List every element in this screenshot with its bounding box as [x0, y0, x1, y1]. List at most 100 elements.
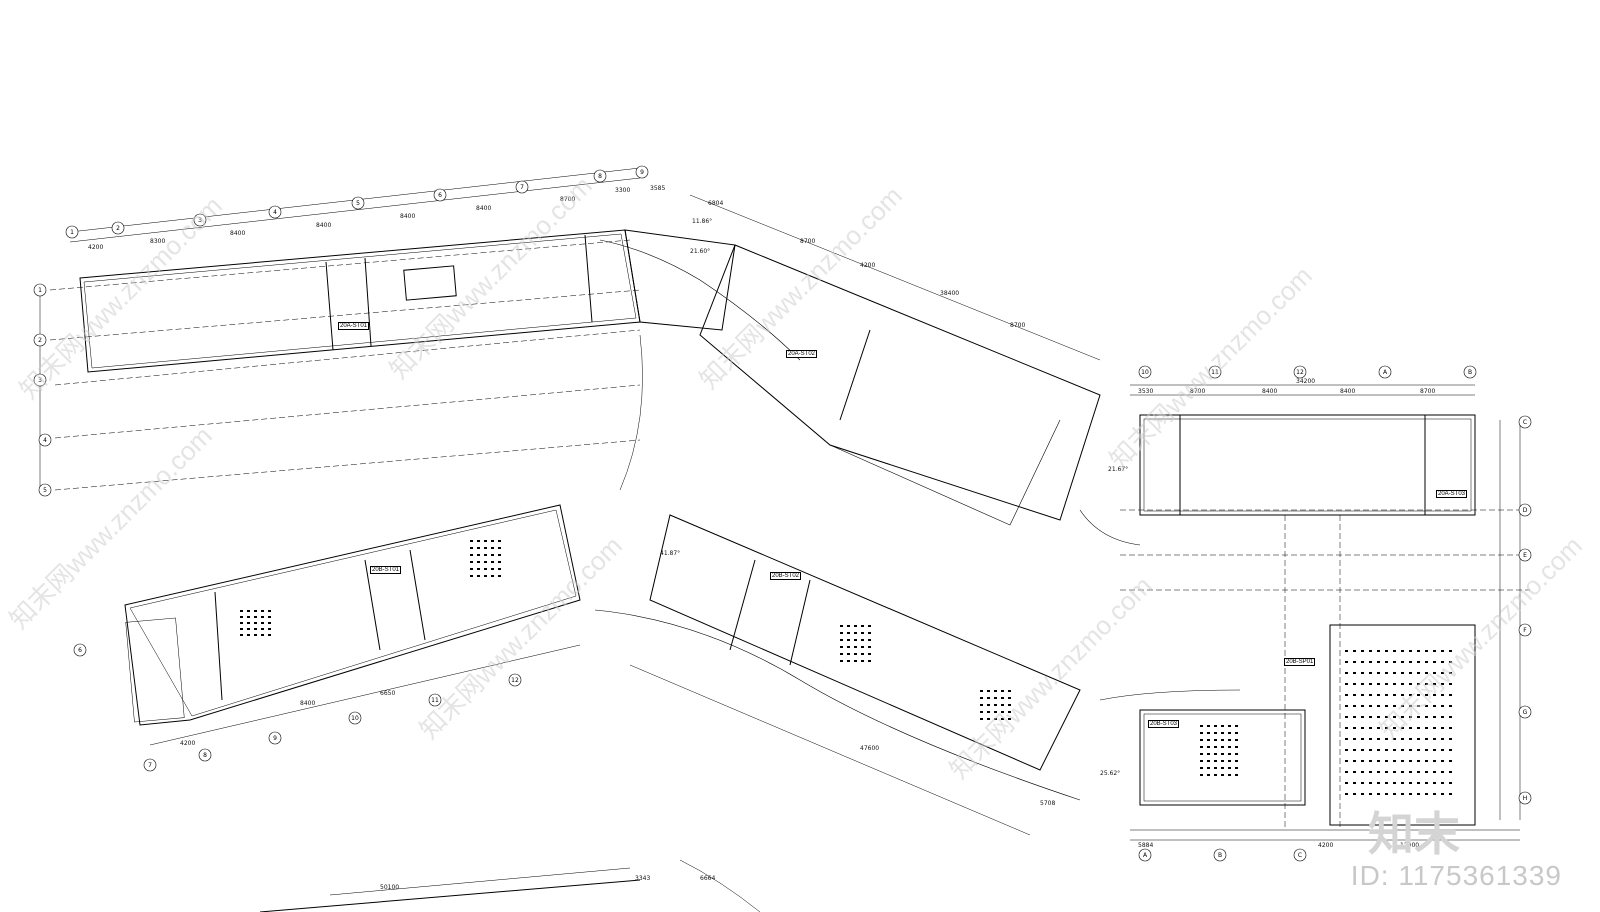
- seat-mark: [1385, 749, 1388, 751]
- seat-mark: [1393, 650, 1396, 652]
- seat-mark: [854, 646, 857, 648]
- seat-mark: [240, 634, 243, 636]
- svg-text:A: A: [1383, 369, 1388, 376]
- seat-mark: [987, 690, 990, 692]
- seat-mark: [1393, 694, 1396, 696]
- seat-mark: [1409, 672, 1412, 674]
- seat-mark: [1449, 760, 1452, 762]
- seat-mark: [1409, 760, 1412, 762]
- seat-mark: [1361, 727, 1364, 729]
- axis-bubble: 11: [428, 693, 442, 707]
- svg-text:5: 5: [43, 487, 47, 494]
- dim-label: 38400: [940, 290, 960, 297]
- seat-mark: [1393, 683, 1396, 685]
- seat-mark: [484, 561, 487, 563]
- seat-mark: [470, 561, 473, 563]
- seat-mark: [987, 704, 990, 706]
- axis-bubble: A: [1378, 365, 1392, 379]
- watermark-logo: 知末: [1368, 807, 1460, 861]
- seat-mark: [1214, 732, 1217, 734]
- angle-label: 41.87°: [660, 550, 681, 557]
- seat-mark: [1361, 793, 1364, 795]
- dim-label: 4200: [1318, 842, 1334, 849]
- seat-mark: [1353, 672, 1356, 674]
- seat-mark: [1385, 793, 1388, 795]
- angle-label: 21.60°: [690, 248, 711, 255]
- seat-mark: [1409, 650, 1412, 652]
- seat-mark: [1008, 697, 1011, 699]
- axis-bubble: 3: [193, 213, 207, 227]
- seat-mark: [1401, 727, 1404, 729]
- seat-mark: [491, 547, 494, 549]
- svg-text:6: 6: [438, 192, 442, 199]
- dim-label: 5884: [1138, 842, 1154, 849]
- seat-mark: [1377, 793, 1380, 795]
- seat-mark: [1441, 683, 1444, 685]
- seat-mark: [1449, 716, 1452, 718]
- seat-mark: [1207, 732, 1210, 734]
- seat-mark: [1001, 697, 1004, 699]
- dim-label: 8700: [1420, 388, 1436, 395]
- seat-mark: [1425, 683, 1428, 685]
- seat-mark: [1345, 749, 1348, 751]
- seat-mark: [1425, 738, 1428, 740]
- seat-mark: [1200, 767, 1203, 769]
- seat-mark: [1417, 738, 1420, 740]
- seat-mark: [1401, 683, 1404, 685]
- seat-mark: [268, 628, 271, 630]
- seat-mark: [1449, 661, 1452, 663]
- room-tag-20a-st01: 20A-ST01: [338, 322, 370, 330]
- seat-mark: [1433, 672, 1436, 674]
- seat-mark: [1008, 711, 1011, 713]
- seat-mark: [1377, 705, 1380, 707]
- seat-mark: [1449, 749, 1452, 751]
- axis-bubble: 5: [351, 196, 365, 210]
- svg-text:9: 9: [273, 735, 277, 742]
- seat-mark: [1385, 683, 1388, 685]
- seat-mark: [1353, 694, 1356, 696]
- seat-mark: [1200, 760, 1203, 762]
- dim-label: 8700: [800, 238, 816, 245]
- svg-text:4: 4: [43, 437, 47, 444]
- seat-mark: [1228, 739, 1231, 741]
- seat-mark: [240, 628, 243, 630]
- axis-bubble: E: [1518, 548, 1532, 562]
- seat-mark: [1001, 704, 1004, 706]
- dim-label: 8300: [150, 238, 166, 245]
- seat-mark: [491, 554, 494, 556]
- axis-bubble: C: [1518, 415, 1532, 429]
- seat-mark: [1441, 672, 1444, 674]
- seat-mark: [1214, 725, 1217, 727]
- seat-mark: [1393, 782, 1396, 784]
- seat-mark: [1200, 774, 1203, 776]
- seat-mark: [980, 690, 983, 692]
- seat-mark: [1441, 705, 1444, 707]
- seat-mark: [1214, 739, 1217, 741]
- seat-mark: [1425, 727, 1428, 729]
- seat-mark: [240, 610, 243, 612]
- seat-mark: [1377, 672, 1380, 674]
- seat-mark: [1393, 738, 1396, 740]
- seat-mark: [1345, 683, 1348, 685]
- seat-mark: [854, 660, 857, 662]
- seat-mark: [1361, 694, 1364, 696]
- seat-mark: [1001, 711, 1004, 713]
- seat-mark: [1385, 760, 1388, 762]
- seat-mark: [1449, 705, 1452, 707]
- seat-mark: [1361, 716, 1364, 718]
- dim-label: 8400: [400, 213, 416, 220]
- seat-mark: [1207, 725, 1210, 727]
- svg-text:11: 11: [1211, 369, 1219, 376]
- seat-mark: [1409, 793, 1412, 795]
- svg-text:12: 12: [511, 677, 519, 684]
- svg-text:7: 7: [520, 184, 524, 191]
- seat-mark: [1235, 725, 1238, 727]
- image-id-label: ID: 1175361339: [1350, 860, 1562, 891]
- room-tag-20a-st03: 20A-ST03: [1436, 490, 1468, 498]
- seat-mark: [847, 639, 850, 641]
- seat-mark: [847, 625, 850, 627]
- dim-label: 3530: [1138, 388, 1154, 395]
- axis-bubble: C: [1293, 848, 1307, 862]
- seat-mark: [1345, 760, 1348, 762]
